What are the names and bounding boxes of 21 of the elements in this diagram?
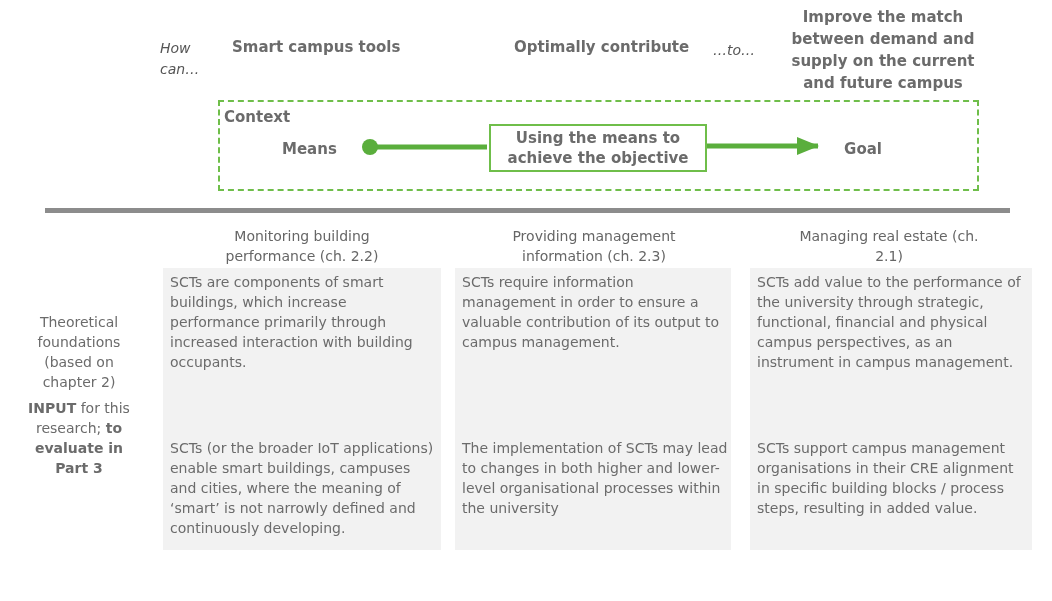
label-text: Theoretical foundations (based on chapter 2)	[36, 313, 122, 392]
label-text: Smart campus tools	[232, 37, 402, 58]
label-text: Improve the match between demand and supply on the current and future campus	[790, 7, 976, 94]
goal-label: Goal	[820, 138, 882, 160]
paragraph: SCTs add value to the performance of the university through strategic, functional, financial and physical campus perspectives, as an instrument in campus management.	[757, 273, 1022, 372]
label-text: Optimally contribute	[514, 37, 691, 58]
context-label: Context	[224, 107, 291, 128]
label-text: How can…	[160, 39, 201, 79]
label-text: INPUT for this research; to evaluate in Part 3	[27, 399, 131, 478]
label-text: …to…	[713, 41, 757, 60]
context-frame	[218, 100, 979, 191]
column-heading: Monitoring building performance (ch. 2.2)	[224, 227, 380, 266]
means-label: Means	[282, 138, 364, 160]
column-heading: Providing management information (ch. 2.3)	[511, 227, 677, 266]
paragraph: SCTs support campus management organisations in their CRE alignment in specific building blocks / process steps, resulting in added value.	[757, 439, 1015, 518]
paragraph: SCTs require information management in order to ensure a valuable contribution of its output to campus management.	[462, 273, 721, 352]
column-heading: Managing real estate (ch. 2.1)	[798, 227, 980, 266]
paragraph: SCTs are components of smart buildings, which increase performance primarily through increased interaction with building occupants.	[170, 273, 414, 372]
paragraph: The implementation of SCTs may lead to changes in both higher and lower-level organisational processes within the university	[462, 439, 729, 518]
process-box: Using the means to achieve the objective	[489, 124, 707, 172]
paragraph: SCTs (or the broader IoT applications) enable smart buildings, campuses and cities, where the meaning of ‘smart’ is not narrowly defined and continuously developing.	[170, 439, 435, 538]
